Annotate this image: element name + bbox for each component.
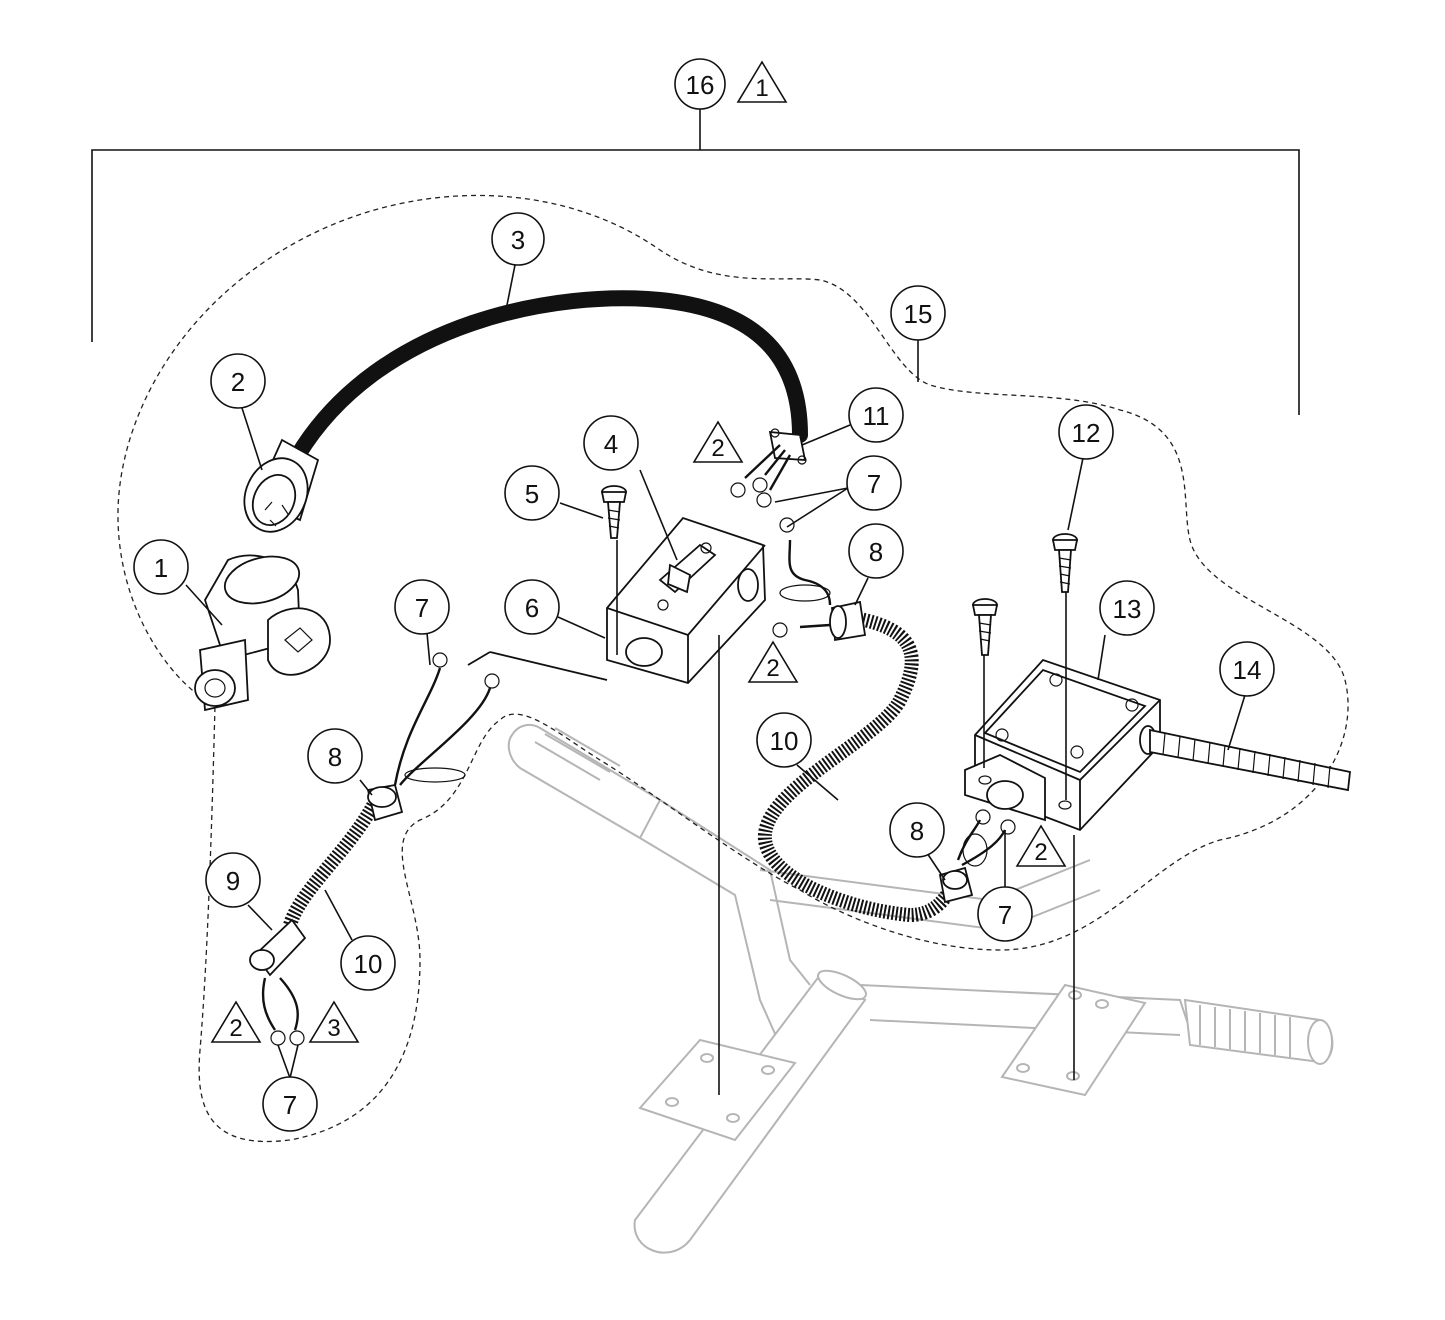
callout-label: 1: [154, 553, 168, 583]
switch-box-icon: [606, 516, 766, 685]
cable-icon: [290, 290, 808, 463]
callout-6: 6: [504, 579, 560, 635]
conduit-icon: [757, 611, 962, 923]
callout-label: 9: [226, 866, 240, 896]
callout-label: 4: [604, 429, 618, 459]
callout-1: 1: [133, 539, 189, 595]
note-label: 3: [327, 1015, 340, 1042]
screw-icon: [1051, 533, 1079, 593]
plug-icon: [243, 438, 320, 533]
screw-icon: [971, 598, 999, 656]
leader-lines: [185, 264, 1246, 1095]
note-triangle-3: 3: [308, 1000, 360, 1043]
callout-7: 7: [394, 579, 450, 635]
note-triangle-1: 1: [736, 60, 788, 103]
callout-label: 16: [686, 70, 715, 100]
callout-7: 7: [977, 886, 1033, 942]
callout-15: 15: [890, 285, 946, 341]
screw-icon: [600, 485, 628, 539]
callout-label: 15: [904, 299, 933, 329]
callout-5: 5: [504, 465, 560, 521]
callout-label: 3: [511, 225, 525, 255]
callout-label: 12: [1072, 418, 1101, 448]
callout-7: 7: [846, 455, 902, 511]
callout-label: 13: [1113, 594, 1142, 624]
note-triangle-2: 2: [692, 420, 744, 463]
callout-16: 16: [674, 58, 726, 110]
note-label: 2: [229, 1015, 242, 1042]
wires: [261, 444, 1016, 1046]
callout-label: 7: [283, 1090, 297, 1120]
callout-label: 8: [328, 742, 342, 772]
callout-2: 2: [210, 353, 266, 409]
callout-label: 7: [415, 593, 429, 623]
connector-icon: [829, 600, 867, 642]
note-label: 2: [766, 655, 779, 682]
note-triangle-2: 2: [210, 1000, 262, 1043]
callout-4: 4: [583, 415, 639, 471]
connector-icon: [366, 783, 404, 822]
note-label: 2: [711, 435, 724, 462]
threaded-rod-icon: [1139, 725, 1351, 792]
callout-8: 8: [889, 802, 945, 858]
note-label: 2: [1034, 839, 1047, 866]
receptacle-icon: [194, 554, 331, 712]
note-label: 1: [755, 75, 768, 102]
callout-10: 10: [340, 935, 396, 991]
note-triangle-2: 2: [1015, 824, 1067, 867]
callout-11: 11: [848, 387, 904, 443]
callout-9: 9: [205, 852, 261, 908]
callout-3: 3: [491, 212, 545, 266]
handlebar-frame: [507, 723, 1334, 1254]
callout-label: 8: [910, 816, 924, 846]
callout-7: 7: [262, 1076, 318, 1132]
callout-12: 12: [1058, 404, 1114, 460]
note-triangle-2: 2: [747, 640, 799, 683]
assembly-bracket: [91, 149, 1300, 415]
assembly-boundary: [117, 194, 1349, 1143]
callout-label: 10: [770, 726, 799, 756]
clamp-icon: [768, 428, 807, 465]
callout-14: 14: [1219, 641, 1275, 697]
callout-label: 2: [231, 367, 245, 397]
callout-label: 5: [525, 479, 539, 509]
callout-label: 8: [869, 537, 883, 567]
conduit-icon: [283, 798, 382, 928]
strain-relief-icon: [249, 918, 307, 977]
callout-8: 8: [848, 523, 904, 579]
junction-box-icon: [964, 658, 1161, 832]
callout-label: 14: [1233, 655, 1262, 685]
connector-icon: [938, 866, 974, 904]
callout-10: 10: [756, 712, 812, 768]
callout-label: 11: [863, 401, 890, 431]
callout-8: 8: [307, 728, 363, 784]
callout-label: 7: [867, 469, 881, 499]
callout-label: 10: [354, 949, 383, 979]
callout-label: 6: [525, 593, 539, 623]
callout-13: 13: [1099, 580, 1155, 636]
callout-label: 7: [998, 900, 1012, 930]
